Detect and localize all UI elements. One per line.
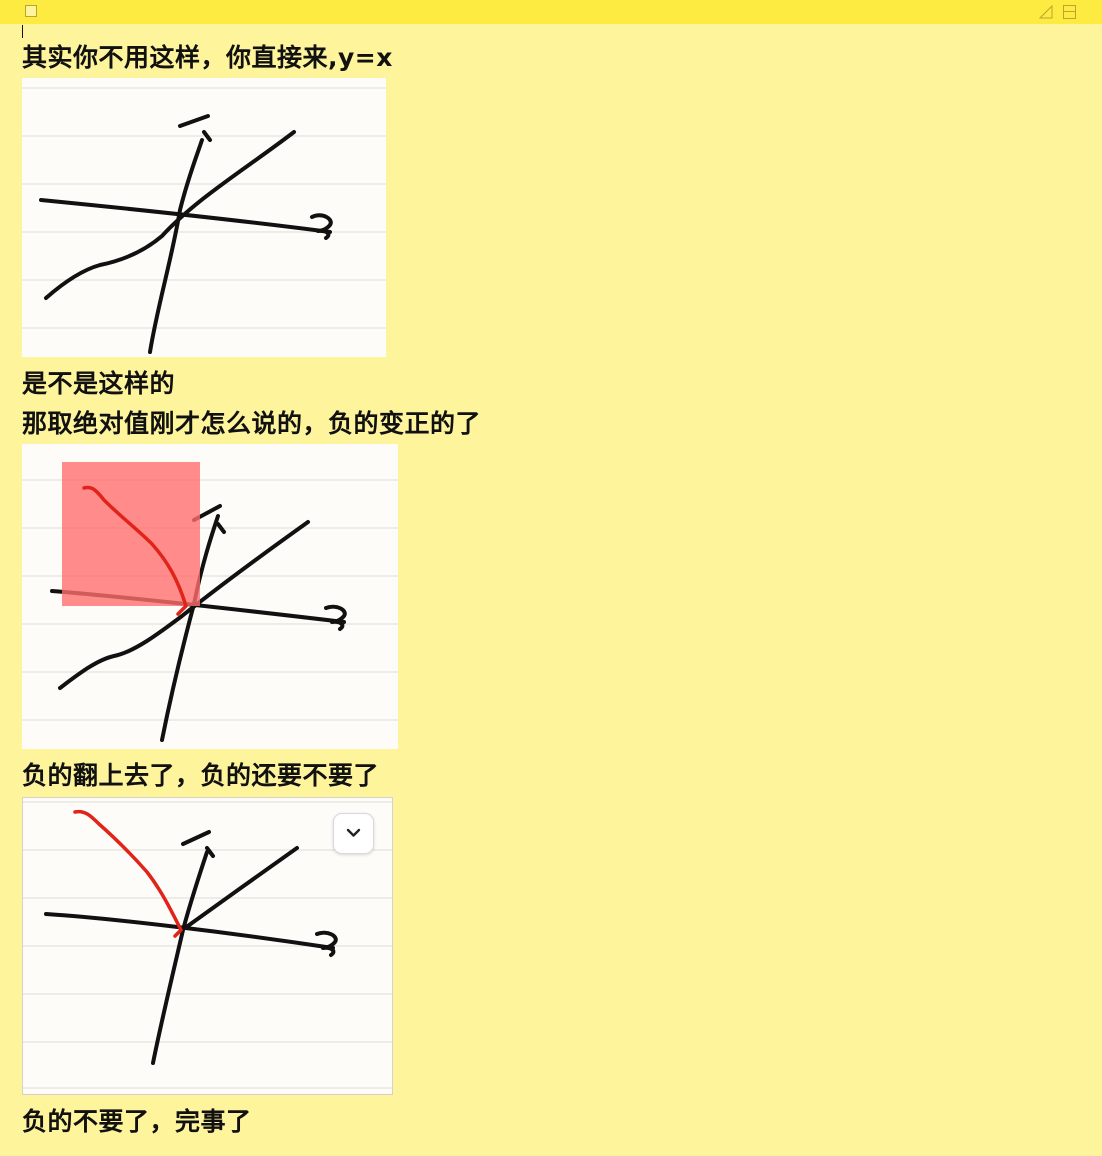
close-icon[interactable] [25,5,37,17]
image-options-button[interactable] [333,813,374,854]
sketch-image-1[interactable] [22,78,386,357]
sketch-image-3[interactable] [22,797,393,1095]
collapse-icon[interactable] [1063,5,1076,19]
resize-icon[interactable] [1039,5,1053,19]
chevron-down-icon [346,828,361,837]
note-titlebar[interactable] [0,0,1102,24]
note-line-3: 那取绝对值刚才怎么说的，负的变正的了 [22,409,482,438]
text-cursor [22,25,23,38]
note-line-5: 负的不要了，完事了 [22,1107,252,1136]
note-line-1: 其实你不用这样，你直接来,y=x [22,43,393,72]
sketch-image-2[interactable] [22,444,398,749]
note-line-4: 负的翻上去了，负的还要不要了 [22,761,380,790]
note-line-2: 是不是这样的 [22,369,176,398]
